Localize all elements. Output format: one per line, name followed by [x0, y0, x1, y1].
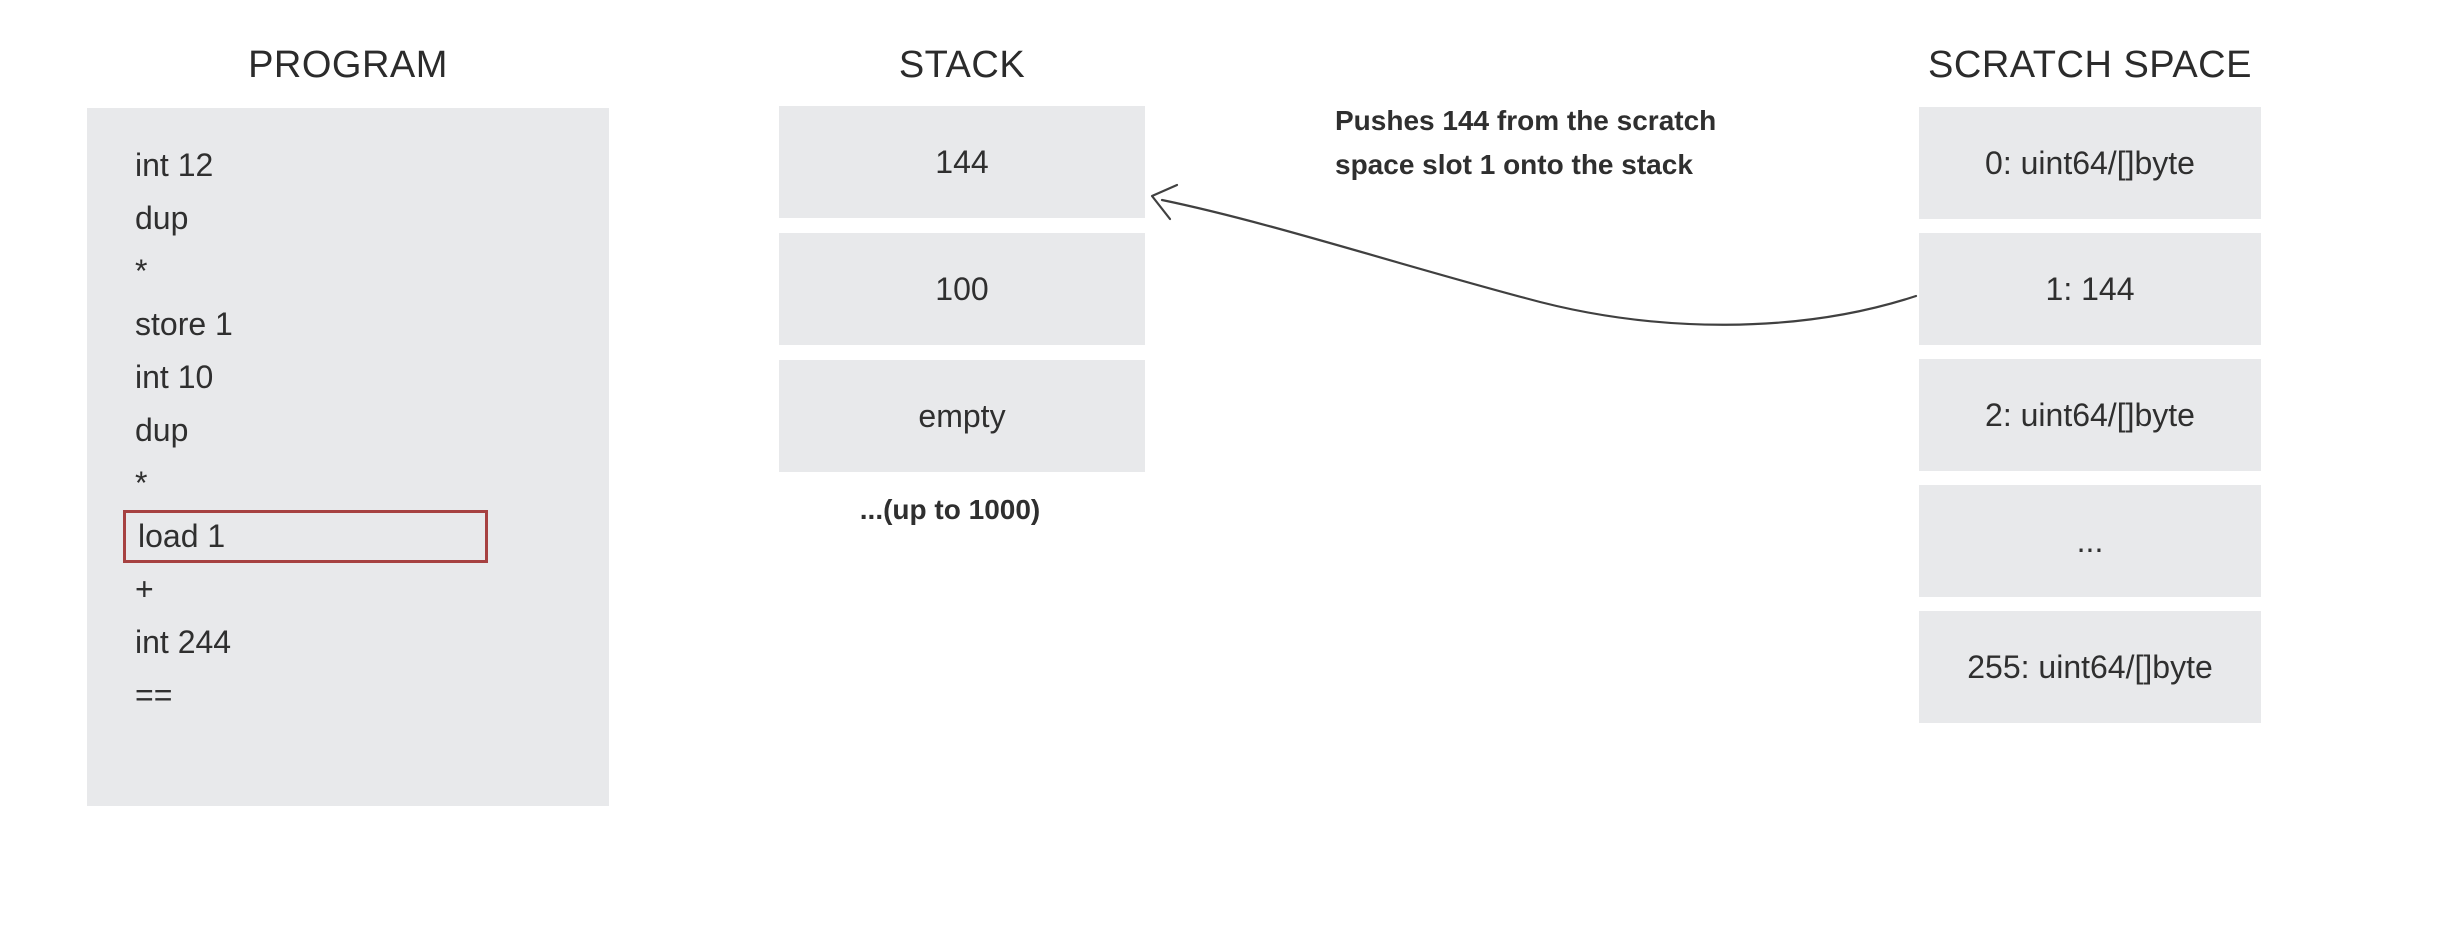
scratch-space-slots: 0: uint64/[]byte 1: 144 2: uint64/[]byte…	[1919, 107, 2261, 737]
scratch-slot: 0: uint64/[]byte	[1919, 107, 2261, 219]
program-line: dup	[135, 200, 189, 236]
scratch-space-column-title: SCRATCH SPACE	[1928, 44, 2252, 86]
stack-slot: 144	[779, 106, 1145, 218]
scratch-slot: 1: 144	[1919, 233, 2261, 345]
scratch-slot: 255: uint64/[]byte	[1919, 611, 2261, 723]
stack-column-title: STACK	[898, 44, 1026, 86]
program-line: ==	[135, 677, 173, 713]
annotation-line: Pushes 144 from the scratch	[1335, 105, 1717, 136]
program-column-title: PROGRAM	[248, 44, 448, 86]
program-line: *	[135, 465, 148, 501]
stack-capacity-note: ...(up to 1000)	[859, 494, 1041, 525]
program-line: int 12	[135, 147, 214, 183]
program-line: store 1	[135, 306, 233, 342]
stack-slot: 100	[779, 233, 1145, 345]
stack-slot: empty	[779, 360, 1145, 472]
annotation-line: space slot 1 onto the stack	[1335, 149, 1693, 180]
annotation-text: Pushes 144 from the scratch space slot 1…	[1335, 99, 1716, 187]
program-line: *	[135, 253, 148, 289]
program-box: int 12 dup * store 1 int 10 dup * load 1…	[87, 108, 609, 806]
program-line: int 10	[135, 359, 214, 395]
program-line: dup	[135, 412, 189, 448]
stack-slots: 144 100 empty	[779, 106, 1145, 487]
scratch-slot: 2: uint64/[]byte	[1919, 359, 2261, 471]
highlighted-instruction: load 1	[123, 510, 488, 563]
program-line: int 244	[135, 624, 232, 660]
scratch-slot: ...	[1919, 485, 2261, 597]
program-line: +	[135, 571, 154, 607]
